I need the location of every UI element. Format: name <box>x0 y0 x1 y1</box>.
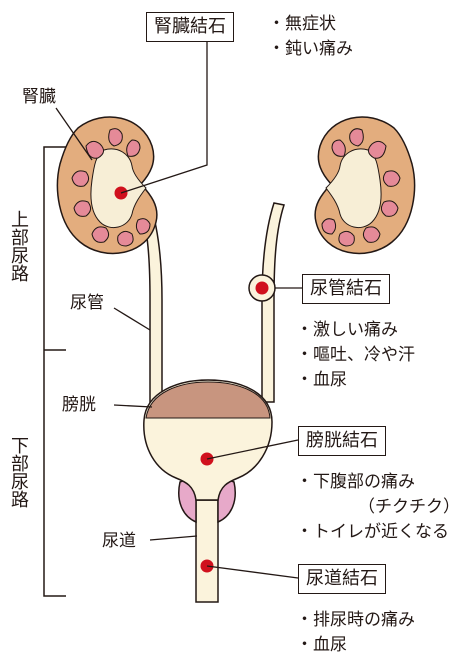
bladder <box>144 380 272 500</box>
upper-tract-label: 上部尿路 <box>10 210 30 282</box>
ureter-stone-label: 尿管結石 <box>302 274 390 304</box>
symptom-item: ・排尿時の痛み <box>296 608 415 633</box>
calyx <box>383 171 400 186</box>
bladder-label: 膀胱 <box>62 394 96 416</box>
urethra-tube <box>196 500 218 602</box>
right-kidney <box>315 117 414 253</box>
symptom-item: （チクチク） <box>296 495 460 520</box>
calyx <box>363 227 380 242</box>
symptom-item: ・下腹部の痛み <box>296 470 460 495</box>
calyx <box>381 201 398 216</box>
calyx <box>74 201 91 216</box>
calyx <box>109 129 123 146</box>
kidney-stone-label: 腎臓結石 <box>146 12 234 42</box>
calyx <box>72 171 89 186</box>
ureter-stone-symptoms: ・激しい痛み ・嘔吐、冷や汗 ・血尿 <box>296 318 415 393</box>
symptom-item: ・血尿 <box>296 633 415 658</box>
symptom-item: ・激しい痛み <box>296 318 415 343</box>
calyx <box>339 231 354 246</box>
symptom-item: ・嘔吐、冷や汗 <box>296 343 415 368</box>
ureter-label: 尿管 <box>70 292 104 314</box>
calyx <box>322 219 336 234</box>
urethra-stone-label: 尿道結石 <box>298 564 386 594</box>
symptom-item: ・鈍い痛み <box>268 37 353 62</box>
calyx <box>92 227 109 242</box>
lower-tract-label: 下部尿路 <box>10 436 30 508</box>
bladder-stone-label: 膀胱結石 <box>298 426 386 456</box>
bladder-stone-symptoms: ・下腹部の痛み （チクチク） ・トイレが近くなる <box>296 470 460 545</box>
urethra-label: 尿道 <box>102 530 136 552</box>
ureter-stone-marker <box>256 282 269 295</box>
urethra-stone-symptoms: ・排尿時の痛み ・血尿 <box>296 608 415 658</box>
kidney-stone-symptoms: ・無症状 ・鈍い痛み <box>268 12 353 62</box>
calyx <box>136 219 150 234</box>
bladder-urine <box>146 382 270 418</box>
kidney-label: 腎臓 <box>22 86 56 108</box>
symptom-item: ・血尿 <box>296 368 415 393</box>
left-kidney <box>57 117 156 253</box>
right-ureter <box>262 203 284 402</box>
calyx <box>118 231 133 246</box>
symptom-item: ・無症状 <box>268 12 353 37</box>
symptom-item: ・トイレが近くなる <box>296 520 460 545</box>
calyx <box>350 129 364 146</box>
